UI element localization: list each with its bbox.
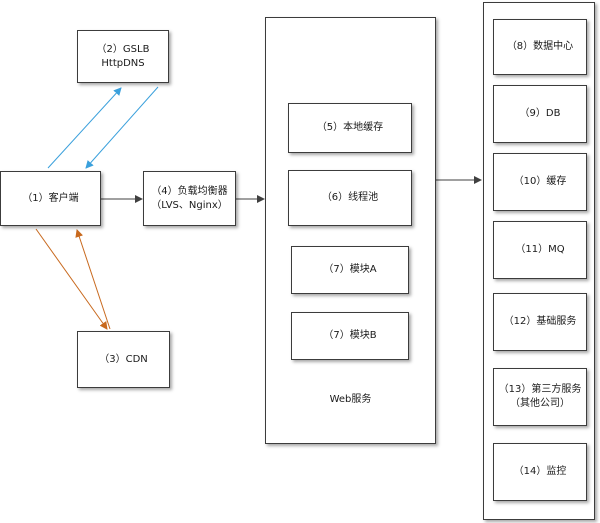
module-b-node[interactable]: （7）模块B — [291, 312, 409, 360]
cdn-node[interactable]: （3）CDN — [77, 331, 170, 388]
monitor-node[interactable]: （14）监控 — [493, 443, 587, 501]
db-label: （9）DB — [519, 108, 561, 119]
module-b-label: （7）模块B — [323, 330, 377, 341]
load-balancer-label-line2: （LVS、Nginx） — [151, 199, 228, 211]
db-node[interactable]: （9）DB — [493, 85, 587, 143]
web-service-label: Web服务 — [329, 394, 372, 405]
edge-client-to-gslb — [47, 87, 122, 169]
third-party-node[interactable]: （13）第三方服务 （其他公司） — [493, 368, 587, 426]
cache-node[interactable]: （10）缓存 — [493, 153, 587, 211]
gslb-label-line2: HttpDNS — [101, 57, 145, 69]
mq-label: （11）MQ — [515, 244, 565, 255]
thread-pool-label: （6）线程池 — [321, 192, 379, 203]
load-balancer-label-line1: （4）负载均衡器 — [151, 185, 228, 197]
client-label: （1）客户端 — [22, 192, 79, 204]
monitor-label: （14）监控 — [513, 466, 567, 477]
edge-gslb-to-client — [85, 86, 159, 169]
edge-cdn-to-client — [75, 229, 111, 330]
web-service-container[interactable]: Web服务 — [265, 17, 436, 444]
third-party-label-line2: （其他公司） — [510, 398, 570, 409]
gslb-label-line1: （2）GSLB — [96, 43, 150, 55]
local-cache-node[interactable]: （5）本地缓存 — [288, 103, 412, 153]
base-service-node[interactable]: （12）基础服务 — [493, 293, 587, 351]
module-a-label: （7）模块A — [323, 264, 377, 275]
client-node[interactable]: （1）客户端 — [0, 171, 101, 226]
module-a-node[interactable]: （7）模块A — [291, 246, 409, 294]
base-service-label: （12）基础服务 — [503, 316, 577, 327]
data-center-label: （8）数据中心 — [506, 41, 574, 52]
mq-node[interactable]: （11）MQ — [493, 221, 587, 279]
local-cache-label: （5）本地缓存 — [316, 122, 384, 133]
load-balancer-node[interactable]: （4）负载均衡器 （LVS、Nginx） — [143, 171, 236, 226]
third-party-label-line1: （13）第三方服务 — [498, 384, 582, 395]
cache-label: （10）缓存 — [513, 176, 567, 187]
thread-pool-node[interactable]: （6）线程池 — [288, 170, 412, 226]
data-center-node[interactable]: （8）数据中心 — [493, 19, 587, 75]
edge-client-to-cdn — [35, 228, 108, 330]
cdn-label: （3）CDN — [99, 353, 148, 365]
gslb-node[interactable]: （2）GSLB HttpDNS — [77, 30, 169, 83]
